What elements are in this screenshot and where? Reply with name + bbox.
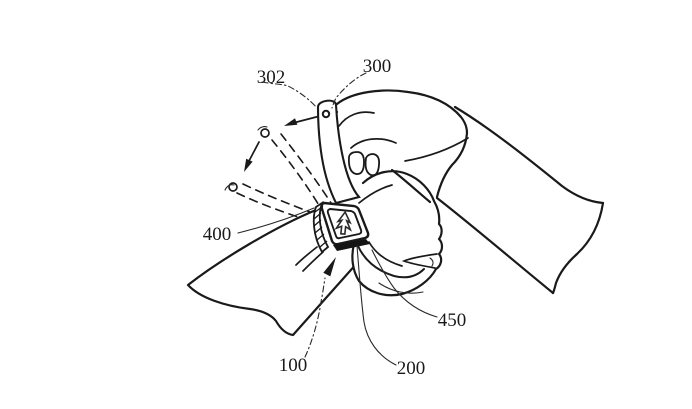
fist-thumb-crease [401, 253, 438, 269]
cuff-right-edge [551, 201, 605, 295]
ghost-strap-edge-1 [271, 139, 324, 213]
motion-arrow-2 [244, 141, 260, 172]
ghost-strap-edge-2 [280, 133, 334, 207]
ghost-hole-2-curl [224, 184, 235, 191]
ref-label-100: 100 [279, 355, 308, 376]
band-left-inner [302, 251, 324, 272]
puller-forearm-sleeve [435, 105, 605, 295]
band-right-outer [357, 245, 425, 279]
watch-module [312, 200, 370, 254]
fingertip-2 [364, 153, 381, 177]
watch-display [326, 208, 363, 240]
leader-200 [356, 245, 397, 366]
strap-hole [321, 109, 331, 119]
motion-arrow-1 [284, 115, 321, 126]
pull-strap [316, 99, 361, 205]
up-arrow-icon [334, 210, 353, 236]
leader-400 [237, 207, 315, 234]
ghost-strap-edge-3 [236, 192, 302, 219]
leader-100 [304, 257, 336, 358]
fingertip-1 [347, 151, 365, 175]
watch-bottom-face [333, 239, 370, 251]
hand-side-contour [435, 131, 469, 199]
hand-back-outline [335, 89, 469, 135]
fist-bottom-crease [378, 282, 424, 294]
strap-body [316, 99, 361, 205]
hand-palm-edge-line [404, 137, 469, 162]
leader-302 [261, 81, 318, 109]
ghost-hole-2 [228, 182, 238, 192]
sleeve-outline [186, 208, 360, 337]
ref-label-300: 300 [363, 56, 392, 77]
band-left-outer [295, 246, 318, 266]
wrist-top-edge [358, 184, 393, 204]
leader-lines [237, 72, 438, 366]
ref-label-302: 302 [257, 67, 286, 88]
forearm-top-edge [453, 105, 605, 205]
ghost-hole-1 [260, 128, 270, 138]
index-finger-line [338, 111, 375, 127]
hand-to-fist-edge [390, 168, 432, 204]
leader-450 [371, 249, 438, 318]
ref-label-450: 450 [438, 310, 467, 331]
ref-label-200: 200 [397, 358, 426, 379]
strap-motion-ghosts [224, 115, 334, 219]
finger-fold-line [350, 138, 397, 149]
fist-knuckle-curl [429, 257, 434, 267]
wrist-band [295, 241, 425, 279]
ghost-hole-1-curl [257, 126, 268, 131]
band-right-inner [368, 241, 403, 267]
wearer-fist [351, 170, 444, 297]
ref-label-400: 400 [203, 224, 232, 245]
ghost-strap-edge-4 [242, 183, 311, 213]
reference-numerals: 302 300 400 100 200 450 [203, 56, 467, 379]
forearm-bottom-edge [435, 196, 555, 295]
